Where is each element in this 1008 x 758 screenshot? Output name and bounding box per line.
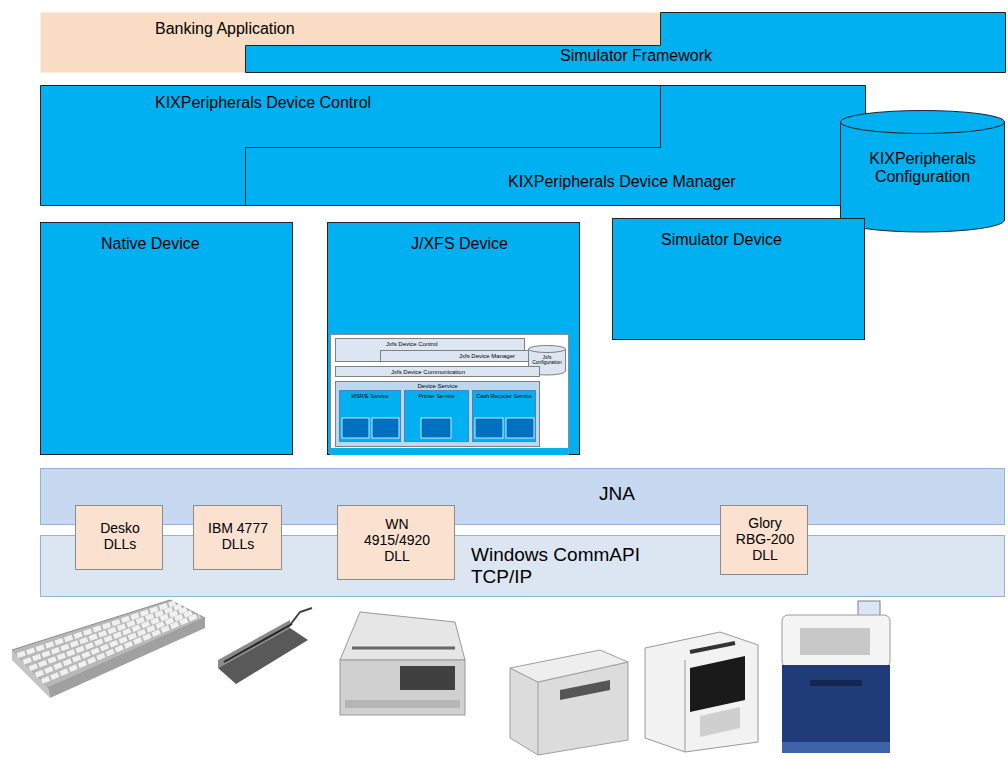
cash-machine-photo [538,682,539,755]
node-label: Simulator Framework [560,47,712,65]
keyboard-photo [12,600,205,698]
config-database-body [841,122,1005,232]
mini-service-group: Device ServiceMSR/E Service Printer Servi… [335,381,540,447]
node-label: IBM 4777 DLLs [206,520,270,552]
node-label: Cash Recycler Service [473,394,535,400]
node-label: JNA [599,483,635,505]
cash-machine-photo [560,680,610,700]
cash-deposit-photo [782,742,890,753]
node-label: Simulator Device [661,231,782,249]
mini-layer: Jxfs Device Manager [380,350,530,362]
node-label: Jxfs Device Control [386,341,438,347]
keyboard-photo [12,600,205,688]
device-chip [506,418,534,438]
passbook-printer-photo [400,666,455,690]
driver-box: Glory RBG-200 DLL [720,505,808,575]
node-label: WN 4915/4920 DLL [362,516,432,564]
keyboard-photo [42,615,199,682]
card-reader-photo [218,628,308,684]
node-label: Desko DLLs [89,520,151,552]
passbook-printer-photo [345,700,460,708]
device-box: Native Device [40,222,293,455]
config-database-top [841,111,1005,134]
node-label: Banking Application [155,20,295,38]
cash-machine-photo [510,650,628,682]
node-label: Device Service [336,383,539,389]
passbook-printer-photo [340,612,465,715]
node-label: Windows CommAPI TCP/IP [471,544,659,588]
device-chip [475,418,503,438]
cash-deposit-photo [782,615,890,667]
passbook-printer-photo [340,612,465,660]
cash-recycler-photo [645,632,758,752]
node-label: Printer Service [405,394,468,400]
passbook-printer-photo [352,647,455,650]
driver-box: IBM 4777 DLLs [193,505,282,570]
framework-layer-shape [246,13,1006,73]
cash-recycler-photo [685,660,686,752]
cash-deposit-photo [782,665,890,753]
driver-box: WN 4915/4920 DLL [337,505,455,580]
cash-deposit-photo [782,601,890,753]
node-label: KIXPeripherals Device Control [155,94,371,112]
node-label: MSR/E Service [340,394,400,400]
cash-recycler-photo [690,643,735,652]
cash-deposit-photo [810,680,862,686]
keyboard-photo [30,609,188,669]
node-label: Glory RBG-200 DLL [734,515,796,563]
node-label: Jxfs Device Communication [391,369,465,375]
node-label: J/XFS Device [411,235,508,253]
mini-service-box: MSR/E Service [339,390,401,442]
card-reader-photo [290,608,312,625]
node-label: KIXPeripherals Configuration [847,150,998,187]
mini-service-box: Printer Service [404,390,469,442]
picture-base-bar [331,448,568,455]
device-box: Simulator Device [612,218,865,340]
node-label: Native Device [101,235,200,253]
driver-box: Desko DLLs [75,505,163,570]
card-reader-photo [224,624,292,662]
cash-machine-photo [510,650,628,755]
keyboard-photo [36,612,193,675]
device-chip [372,418,399,438]
keyboard-photo [17,603,199,682]
manager-layer-shape [246,86,866,206]
device-chip [342,418,369,438]
cash-recycler-photo [690,656,745,712]
mini-database-top [529,346,566,353]
node-label: KIXPeripherals Device Manager [508,173,736,191]
cash-recycler-photo [700,707,740,737]
node-label: Jxfs Configuration [529,355,565,365]
cash-deposit-photo [800,628,870,655]
bridge-band: JNA [40,468,1005,525]
passbook-printer-photo [340,660,465,715]
picture-frame [331,335,569,455]
config-database: KIXPeripherals Configuration [840,110,1005,232]
card-reader-photo [218,608,312,684]
node-label: Jxfs Device Manager [459,353,515,359]
mini-service-box: Cash Recycler Service [472,390,536,442]
device-chip [342,418,534,438]
device-chip [421,418,451,438]
mini-layer: Jxfs Device Communication [335,366,540,377]
framework-layer: Simulator Framework [245,12,1005,72]
os-band: Windows CommAPI TCP/IP [40,535,1005,597]
cash-recycler-photo [645,632,758,752]
